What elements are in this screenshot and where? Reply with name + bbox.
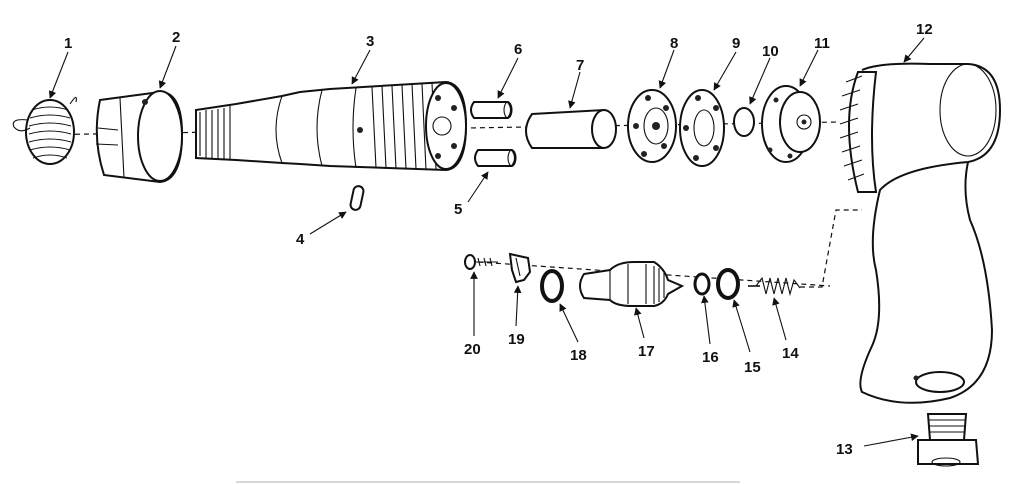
callout-20: 20 bbox=[464, 341, 481, 358]
leader-7 bbox=[568, 71, 581, 109]
part-5-pin bbox=[474, 149, 517, 167]
part-2-retainer-sleeve bbox=[95, 90, 184, 184]
valve-to-handle-line bbox=[800, 209, 862, 288]
leader-10 bbox=[749, 57, 771, 105]
part-18-o-ring bbox=[540, 269, 564, 303]
callout-14: 14 bbox=[782, 345, 799, 362]
part-10-seal bbox=[733, 107, 755, 137]
part-8-valve-plate bbox=[627, 89, 677, 163]
part-9-valve-disc bbox=[679, 89, 725, 167]
leader-9 bbox=[713, 51, 737, 91]
leader-13 bbox=[863, 433, 919, 447]
part-17-throttle-valve bbox=[579, 261, 685, 307]
part-13-air-inlet-fitting bbox=[917, 413, 980, 467]
leader-14 bbox=[772, 297, 787, 341]
callout-8: 8 bbox=[670, 35, 678, 52]
leader-2 bbox=[158, 45, 177, 89]
leader-18 bbox=[559, 303, 579, 343]
leader-19 bbox=[513, 285, 522, 327]
leader-16 bbox=[701, 295, 711, 345]
callout-19: 19 bbox=[508, 331, 525, 348]
leader-8 bbox=[658, 49, 675, 89]
part-19-trigger-clip bbox=[508, 252, 532, 284]
part-1-spring bbox=[12, 96, 77, 165]
callout-3: 3 bbox=[366, 33, 374, 50]
callout-1: 1 bbox=[64, 35, 72, 52]
callout-4: 4 bbox=[296, 231, 305, 248]
leader-4 bbox=[309, 211, 347, 235]
part-3-barrel bbox=[195, 80, 468, 172]
part-14-valve-spring bbox=[748, 276, 801, 297]
leader-17 bbox=[634, 307, 645, 339]
part-11-valve-cap bbox=[761, 85, 821, 163]
part-6-pin bbox=[470, 101, 513, 119]
callout-11: 11 bbox=[814, 35, 830, 52]
callout-5: 5 bbox=[454, 201, 462, 218]
callout-7: 7 bbox=[576, 57, 584, 74]
part-20-screw bbox=[464, 254, 498, 270]
callout-16: 16 bbox=[702, 349, 719, 366]
callout-18: 18 bbox=[570, 347, 587, 364]
callout-12: 12 bbox=[916, 21, 933, 38]
leader-15 bbox=[732, 299, 751, 353]
part-16-o-ring bbox=[693, 272, 711, 296]
valve-axis-line bbox=[477, 261, 831, 287]
callout-6: 6 bbox=[514, 41, 522, 58]
callout-17: 17 bbox=[638, 343, 655, 360]
leader-3 bbox=[351, 49, 371, 85]
part-12-handle-housing bbox=[839, 62, 1002, 404]
callout-13: 13 bbox=[836, 441, 853, 458]
leader-11 bbox=[799, 49, 819, 87]
leader-12 bbox=[903, 37, 925, 63]
part-15-o-ring bbox=[716, 268, 740, 300]
leader-6 bbox=[497, 57, 519, 99]
callout-2: 2 bbox=[172, 29, 180, 46]
callout-9: 9 bbox=[732, 35, 740, 52]
callout-10: 10 bbox=[762, 43, 779, 60]
leader-1 bbox=[48, 51, 69, 99]
part-7-piston bbox=[525, 108, 617, 149]
part-4-pin bbox=[349, 185, 365, 211]
leader-5 bbox=[467, 171, 489, 203]
callout-15: 15 bbox=[744, 359, 761, 376]
